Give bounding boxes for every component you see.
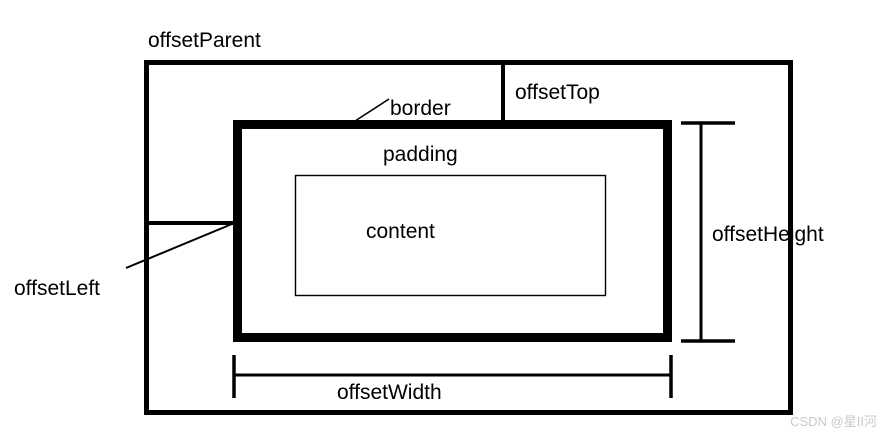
content-box xyxy=(294,174,607,297)
watermark: CSDN @星II河 xyxy=(790,414,877,429)
offset-width-label: offsetWidth xyxy=(337,381,442,404)
border-label: border xyxy=(390,97,451,120)
offset-parent-box xyxy=(144,60,793,415)
offset-parent-label: offsetParent xyxy=(148,29,261,52)
offset-top-label: offsetTop xyxy=(515,81,600,104)
border-leader-line xyxy=(351,98,390,124)
offset-left-leader-line xyxy=(125,223,233,269)
border-box xyxy=(233,120,672,342)
offset-left-label: offsetLeft xyxy=(14,277,101,300)
content-label: content xyxy=(366,220,435,243)
offset-height-label: offsetHeight xyxy=(712,223,824,246)
padding-label: padding xyxy=(383,143,458,166)
